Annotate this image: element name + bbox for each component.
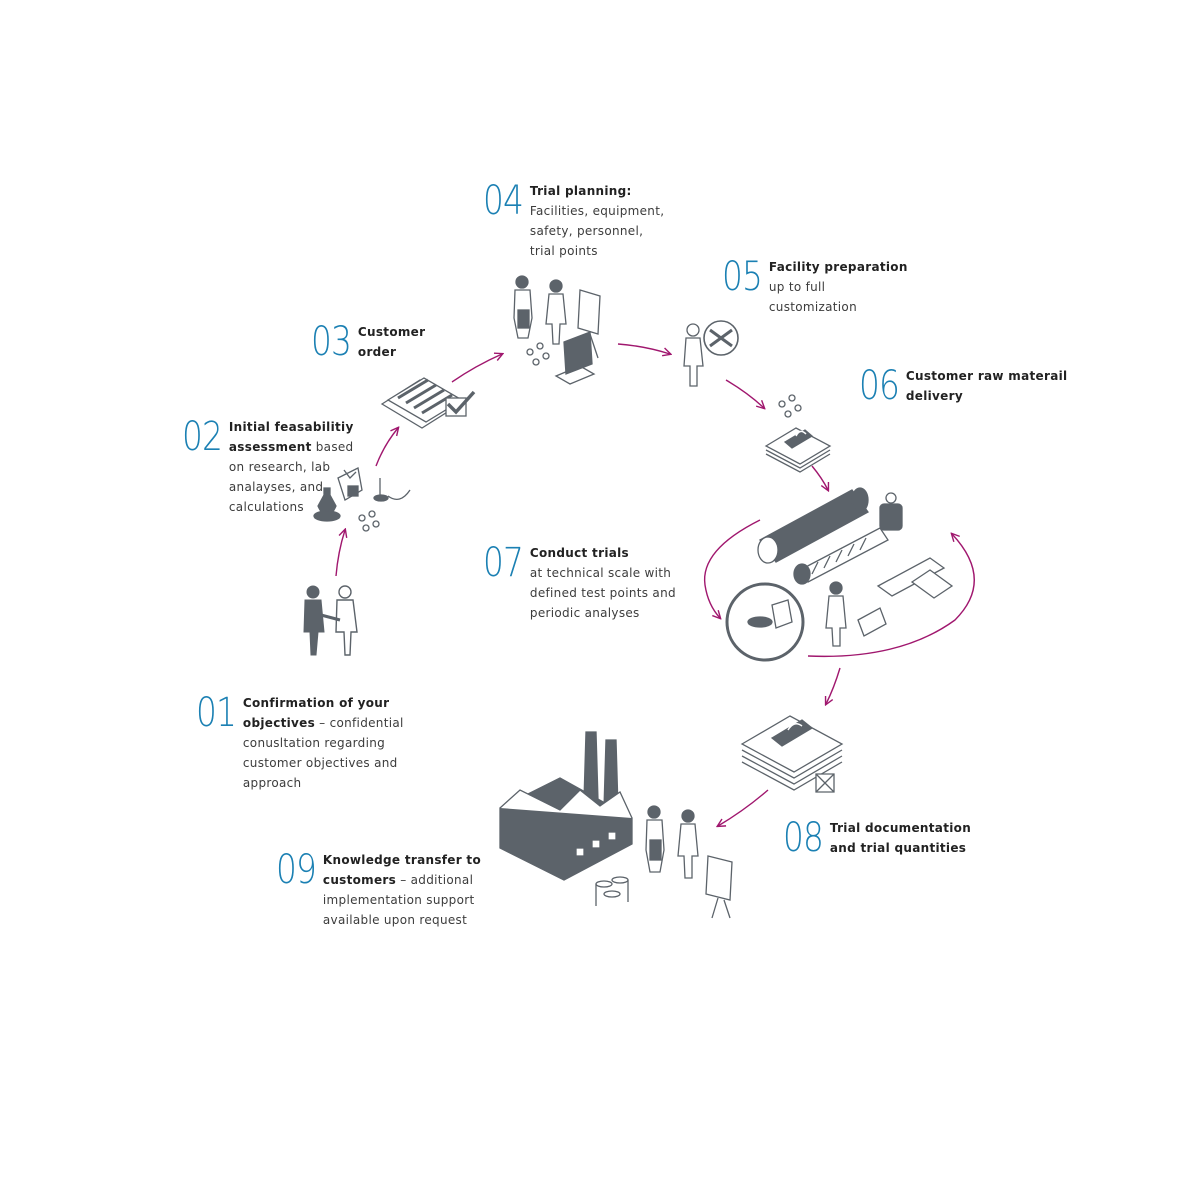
step-title-line: Initial feasabilitiy <box>228 420 354 434</box>
factory-icon <box>499 731 733 919</box>
step-text-line: defined test points and <box>529 586 676 600</box>
trial-machinery-icon <box>725 487 954 662</box>
step-text-line: – additional <box>396 873 474 887</box>
step-description: Initial feasabilitiy assessment based on… <box>229 417 354 517</box>
step-text-line: – confidential <box>315 716 404 730</box>
step-text-line: customer objectives and <box>242 756 398 770</box>
step-title-line: Facility preparation <box>768 260 908 274</box>
step-number: 06 <box>859 363 900 409</box>
technician-tools-icon <box>683 320 739 387</box>
step-description: Knowledge transfer to customers – additi… <box>323 850 481 930</box>
step-title-line: assessment <box>228 440 312 454</box>
arrow-01-02 <box>335 530 345 577</box>
arrow-cycle-right <box>807 534 975 658</box>
step-08: 08 Trial documentation and trial quantit… <box>783 818 971 858</box>
step-description: Customer raw materail delivery <box>906 366 1068 406</box>
step-04: 04 Trial planning: Facilities, equipment… <box>483 181 664 261</box>
planning-team-icon <box>513 275 601 385</box>
step-title-line: Trial documentation <box>829 821 972 835</box>
step-05: 05 Facility preparation up to full custo… <box>722 257 908 317</box>
step-number: 09 <box>276 847 317 893</box>
step-title-line: Knowledge transfer to <box>322 853 481 867</box>
step-number: 01 <box>196 690 237 736</box>
step-number: 04 <box>483 178 524 224</box>
arrow-07-08 <box>826 667 841 704</box>
step-title-line: Customer raw materail <box>905 369 1068 383</box>
arrow-05-06 <box>725 379 764 408</box>
step-text-line: trial points <box>529 244 598 258</box>
step-text-line: on research, lab <box>228 460 331 474</box>
step-title-line: Customer <box>357 325 426 339</box>
step-06: 06 Customer raw materail delivery <box>859 366 1067 406</box>
step-07: 07 Conduct trials at technical scale wit… <box>483 543 676 623</box>
step-title-line: Confirmation of your <box>242 696 390 710</box>
step-text-line: customization <box>768 300 857 314</box>
step-text-line: available upon request <box>322 913 468 927</box>
step-text-line: safety, personnel, <box>529 224 644 238</box>
step-title-line: customers <box>322 873 397 887</box>
step-number: 07 <box>483 540 524 586</box>
order-documents-icon <box>380 377 476 429</box>
step-description: Facility preparation up to full customiz… <box>769 257 908 317</box>
step-text-line: Facilities, equipment, <box>529 204 665 218</box>
step-text-line: analayses, and <box>228 480 324 494</box>
step-number: 03 <box>311 319 352 365</box>
step-description: Customer order <box>358 322 425 362</box>
step-title-line: Conduct trials <box>529 546 629 560</box>
step-text-line: calculations <box>228 500 304 514</box>
step-text-line: implementation support <box>322 893 475 907</box>
step-text-line: based <box>311 440 354 454</box>
step-number: 02 <box>182 414 223 460</box>
step-description: Conduct trials at technical scale with d… <box>530 543 676 623</box>
arrow-08-09 <box>718 789 769 826</box>
step-01: 01 Confirmation of your objectives – con… <box>196 693 404 793</box>
step-09: 09 Knowledge transfer to customers – add… <box>276 850 481 930</box>
step-description: Trial documentation and trial quantities <box>830 818 971 858</box>
handshake-people-icon <box>303 585 358 656</box>
step-text-line: at technical scale with <box>529 566 672 580</box>
step-number: 08 <box>783 815 824 861</box>
arrow-06-07 <box>811 465 828 490</box>
step-number: 05 <box>722 254 763 300</box>
step-title-line: order <box>357 345 397 359</box>
step-text-line: up to full <box>768 280 826 294</box>
step-title-line: Trial planning: <box>529 184 632 198</box>
step-title-line: objectives <box>242 716 316 730</box>
step-title-line: delivery <box>905 389 963 403</box>
step-text-line: approach <box>242 776 302 790</box>
arrow-04-05 <box>617 343 670 354</box>
step-title-line: and trial quantities <box>829 841 967 855</box>
step-description: Confirmation of your objectives – confid… <box>243 693 404 793</box>
step-03: 03 Customer order <box>311 322 425 362</box>
documentation-package-icon <box>740 715 844 793</box>
arrow-02-03 <box>375 428 398 467</box>
step-02: 02 Initial feasabilitiy assessment based… <box>182 417 354 517</box>
step-text-line: periodic analyses <box>529 606 640 620</box>
raw-material-package-icon <box>764 394 832 473</box>
arrow-03-04 <box>451 354 502 383</box>
step-description: Trial planning: Facilities, equipment, s… <box>530 181 664 261</box>
lab-equipment-icon <box>313 467 411 532</box>
step-text-line: conusltation regarding <box>242 736 386 750</box>
arrow-cycle-left <box>703 519 761 618</box>
